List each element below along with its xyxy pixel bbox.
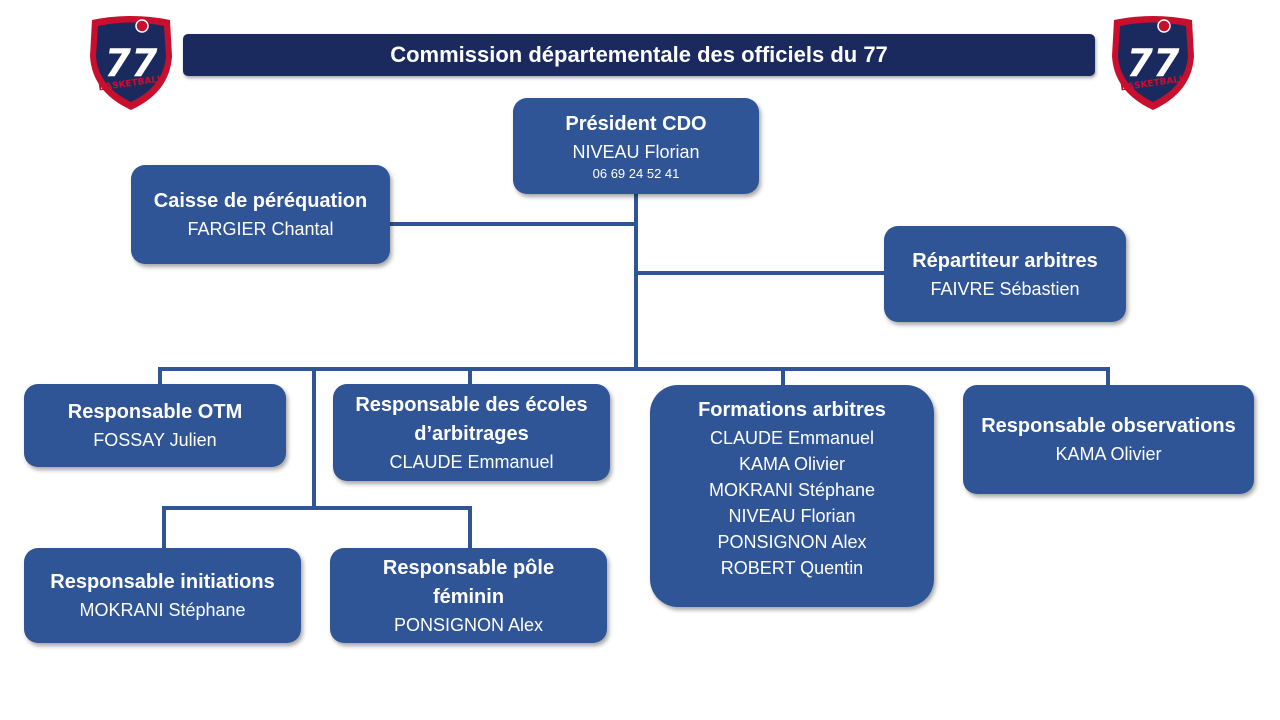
- basketball-77-logo-left: 77 BASKETBALL: [90, 16, 172, 110]
- basketball-77-logo-right: 77 BASKETBALL: [1112, 16, 1194, 110]
- node-name: MOKRANI Stéphane: [79, 600, 246, 620]
- node-caisse-perequation: Caisse de péréquation FARGIER Chantal: [131, 165, 390, 264]
- node-phone: 06 69 24 52 41: [592, 165, 680, 181]
- node-repartiteur-arbitres: Répartiteur arbitres FAIVRE Sébastien: [884, 226, 1126, 322]
- node-name-item: MOKRANI Stéphane: [708, 480, 876, 500]
- node-name: FAIVRE Sébastien: [930, 278, 1080, 299]
- node-name: CLAUDE Emmanuel: [389, 451, 554, 472]
- node-title: Formations arbitres: [698, 399, 886, 421]
- node-title: Président CDO: [565, 112, 707, 135]
- node-name: FARGIER Chantal: [187, 219, 334, 239]
- node-formations-arbitres: Formations arbitres CLAUDE Emmanuel KAMA…: [650, 385, 934, 607]
- node-responsable-ecoles: Responsable des écoles d’arbitrages CLAU…: [333, 384, 610, 481]
- node-name-item: CLAUDE Emmanuel: [709, 428, 875, 448]
- node-responsable-otm: Responsable OTM FOSSAY Julien: [24, 384, 286, 467]
- node-name-item: KAMA Olivier: [738, 454, 846, 474]
- svg-text:77: 77: [1127, 41, 1180, 85]
- node-title-line2: féminin: [432, 585, 505, 608]
- node-name-item: PONSIGNON Alex: [717, 532, 867, 552]
- node-name: KAMA Olivier: [1055, 444, 1162, 464]
- node-name-item: NIVEAU Florian: [728, 506, 856, 526]
- node-president: Président CDO NIVEAU Florian 06 69 24 52…: [513, 98, 759, 194]
- svg-text:77: 77: [105, 41, 158, 85]
- node-responsable-pole-feminin: Responsable pôle féminin PONSIGNON Alex: [330, 548, 607, 643]
- node-title: Responsable OTM: [67, 401, 243, 423]
- node-title: Responsable observations: [981, 415, 1236, 437]
- banner-title: Commission départementale des officiels …: [183, 34, 1095, 76]
- node-title: Caisse de péréquation: [153, 190, 368, 212]
- node-title: Répartiteur arbitres: [912, 249, 1098, 272]
- node-title-line1: Responsable pôle: [382, 556, 555, 579]
- node-name: FOSSAY Julien: [93, 430, 217, 450]
- node-responsable-observations: Responsable observations KAMA Olivier: [963, 385, 1254, 494]
- node-name-item: ROBERT Quentin: [720, 558, 864, 578]
- node-responsable-initiations: Responsable initiations MOKRANI Stéphane: [24, 548, 301, 643]
- node-title: Responsable initiations: [50, 571, 275, 593]
- node-name: PONSIGNON Alex: [393, 614, 544, 635]
- node-title-line2: d’arbitrages: [414, 422, 529, 445]
- node-title-line1: Responsable des écoles: [355, 393, 588, 416]
- node-name: NIVEAU Florian: [572, 141, 700, 162]
